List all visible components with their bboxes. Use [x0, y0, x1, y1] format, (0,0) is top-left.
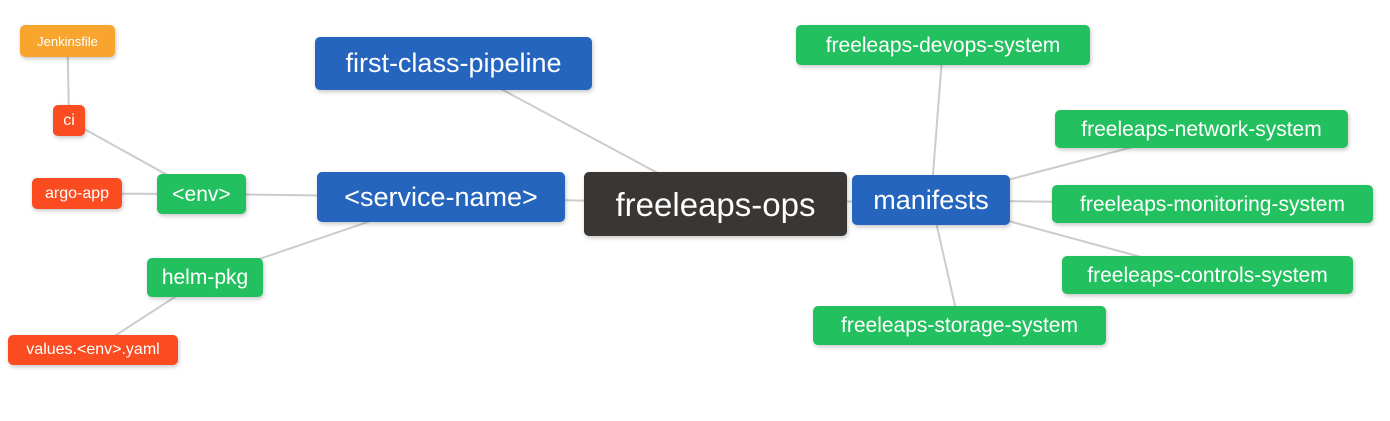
mindmap-node-label: <env> — [172, 182, 231, 206]
mindmap-node-jenkinsfile[interactable]: Jenkinsfile — [20, 25, 115, 57]
mindmap-node-service-name[interactable]: <service-name> — [317, 172, 565, 222]
mindmap-node-label: freeleaps-monitoring-system — [1080, 192, 1345, 216]
mindmap-node-freeleaps-ops[interactable]: freeleaps-ops — [584, 172, 847, 236]
mindmap-node-monitoring-system[interactable]: freeleaps-monitoring-system — [1052, 185, 1373, 223]
mindmap-node-label: Jenkinsfile — [37, 33, 98, 49]
mindmap-node-label: freeleaps-devops-system — [825, 33, 1061, 57]
mindmap-node-manifests[interactable]: manifests — [852, 175, 1010, 225]
mindmap-node-devops-system[interactable]: freeleaps-devops-system — [796, 25, 1090, 65]
mindmap-node-label: freeleaps-storage-system — [841, 314, 1078, 337]
mindmap-node-label: helm-pkg — [161, 266, 249, 289]
mindmap-node-label: manifests — [873, 184, 989, 215]
mindmap-node-label: values.<env>.yaml — [26, 341, 160, 358]
mindmap-node-label: <service-name> — [344, 181, 538, 212]
mindmap-node-argo-app[interactable]: argo-app — [32, 178, 122, 209]
mindmap-node-network-system[interactable]: freeleaps-network-system — [1055, 110, 1348, 148]
mindmap-node-first-class-pipeline[interactable]: first-class-pipeline — [315, 37, 592, 90]
mindmap-node-controls-system[interactable]: freeleaps-controls-system — [1062, 256, 1353, 294]
mindmap-node-label: first-class-pipeline — [345, 48, 562, 78]
mindmap-node-storage-system[interactable]: freeleaps-storage-system — [813, 306, 1106, 345]
mindmap-node-label: freeleaps-ops — [615, 185, 816, 223]
mindmap-node-values-env-yaml[interactable]: values.<env>.yaml — [8, 335, 178, 365]
edge-manifests-devops-system — [930, 44, 944, 201]
mindmap-node-ci[interactable]: ci — [53, 105, 85, 136]
mindmap-node-label: freeleaps-controls-system — [1087, 263, 1328, 287]
mindmap-node-label: argo-app — [44, 184, 110, 202]
mindmap-node-label: freeleaps-network-system — [1081, 117, 1322, 141]
mindmap-node-env[interactable]: <env> — [157, 174, 246, 214]
mindmap-node-helm-pkg[interactable]: helm-pkg — [147, 258, 263, 297]
mindmap-node-label: ci — [63, 111, 75, 129]
